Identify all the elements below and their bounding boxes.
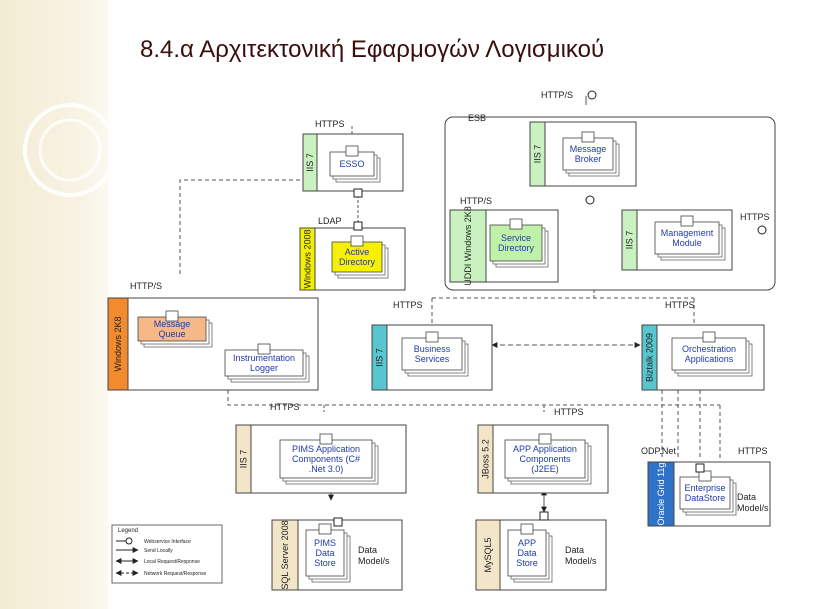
legend-item-local-rr: Local Request/Response — [144, 559, 200, 565]
https-esso-label: HTTPS — [315, 119, 345, 129]
esso-component-label: ESSO — [339, 159, 364, 169]
slide-title: 8.4.α Αρχιτεκτονική Εφαρμογών Λογισμικού — [140, 36, 605, 63]
https-oracle-label: HTTPS — [738, 446, 768, 456]
orchestration-component-component-icon — [702, 331, 716, 343]
active-directory-component-component-icon — [350, 235, 364, 247]
iis-bus-box-platform-label: IIS 7 — [375, 348, 385, 367]
pims-ds-port-icon — [333, 517, 343, 527]
http-s-win-label: HTTP/S — [130, 281, 162, 291]
app-app-component-component-icon — [538, 433, 552, 445]
iis-pims-box-platform-label: IIS 7 — [239, 450, 249, 469]
app-ds-component-component-icon — [520, 523, 534, 535]
esb-node-interface-icon — [585, 195, 595, 205]
https-biz-label: HTTPS — [665, 300, 695, 310]
enterprise-ds-component-component-icon — [698, 470, 712, 482]
http-s-top-label: HTTP/S — [541, 90, 573, 100]
decor-circles — [23, 103, 117, 197]
legend-item-network-rr: Network Request/Response — [144, 571, 206, 577]
iis-mgmt-box-platform-label: IIS 7 — [625, 231, 635, 250]
biztalk-box-platform-label: Biztalk 2009 — [645, 333, 655, 382]
message-broker-component-component-icon — [581, 131, 595, 143]
app-ds-port-icon — [539, 511, 549, 521]
odp-net-label: ODP.Net — [641, 446, 676, 456]
sqlserver-box-platform-label: SQL Server 2008 — [280, 520, 290, 589]
legend-item-send-locally: Send Locally — [144, 548, 173, 554]
https-bus-label: HTTPS — [393, 300, 423, 310]
esso-component-component-icon — [345, 145, 359, 157]
oracle-box-platform-label: Oracle Grid 11g — [656, 463, 666, 526]
iis-broker-box-platform-label: IIS 7 — [533, 145, 543, 164]
mysql-box-platform-label: MySQL5 — [483, 537, 493, 572]
https-pims-label: HTTPS — [270, 402, 300, 412]
business-services-component-component-icon — [425, 331, 439, 343]
legend-item-webservice: Webservice Interface — [144, 539, 191, 545]
slide-decor-sidebar — [0, 0, 108, 609]
instrumentation-logger-component-component-icon — [257, 343, 271, 355]
pims-app-component-component-icon — [319, 433, 333, 445]
https-app-label: HTTPS — [554, 407, 584, 417]
legend: Legend Webservice Interface Send Locally… — [111, 524, 223, 584]
windows2k8-box-platform-label: Windows 2K8 — [113, 316, 123, 371]
https-mgmt-interface-icon — [757, 225, 767, 235]
ldap-port-icon — [353, 221, 363, 231]
http-s-uddi-label: HTTP/S — [460, 196, 492, 206]
jboss-box-platform-label: JBoss 5.2 — [481, 439, 491, 479]
esso-component: ESSO — [329, 145, 381, 183]
ldap-label: LDAP — [318, 216, 342, 226]
uddi-box-platform-label: UDDI Windows 2K8 — [463, 206, 473, 286]
esso-port-icon — [353, 188, 363, 198]
windows2008-box-platform-label: Windows 2008 — [303, 229, 313, 288]
oracle-port-icon — [695, 463, 705, 473]
management-module-component-component-icon — [680, 215, 694, 227]
https-mgmt-label: HTTPS — [740, 212, 770, 222]
iis-esso-box-platform-label: IIS 7 — [305, 153, 315, 172]
message-queue-component-component-icon — [165, 310, 179, 322]
esb-label: ESB — [468, 113, 486, 123]
http-top-interface-icon — [587, 90, 597, 100]
legend-title: Legend — [118, 528, 138, 534]
service-directory-component-component-icon — [509, 218, 523, 230]
pims-ds-component-component-icon — [318, 523, 332, 535]
